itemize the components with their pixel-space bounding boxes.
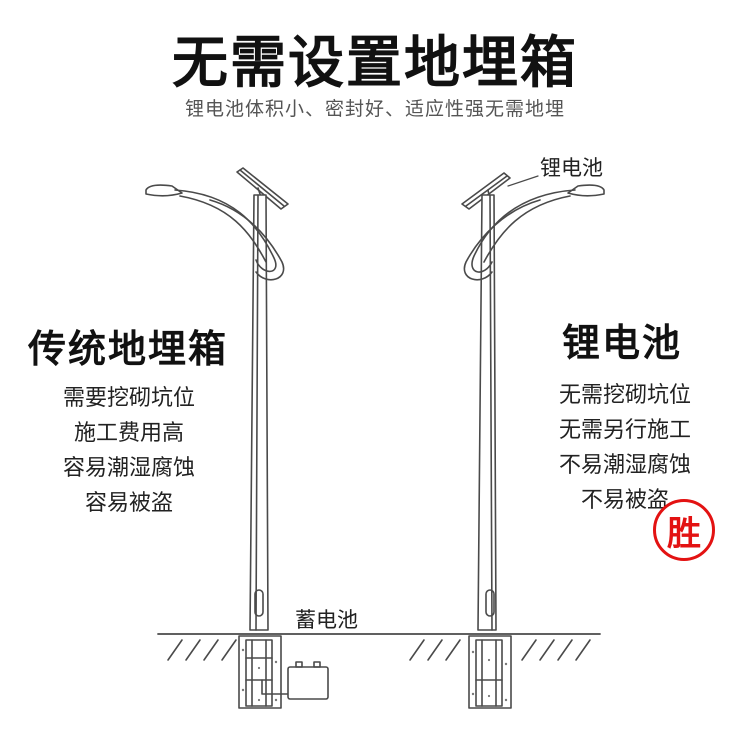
storage-battery-box bbox=[287, 666, 329, 700]
lithium-battery-label: 锂电池 bbox=[540, 156, 603, 180]
left-pole bbox=[249, 194, 269, 631]
right-feature-item: 不易潮湿腐蚀 bbox=[558, 453, 691, 478]
left-feature-item: 容易被盗 bbox=[84, 491, 173, 516]
right-lamp-head bbox=[567, 184, 605, 197]
left-lamp-head bbox=[145, 184, 183, 197]
right-feature-list: 无需挖砌坑位 无需另行施工 不易潮湿腐蚀 不易被盗 bbox=[530, 378, 720, 518]
win-badge: 胜 bbox=[653, 499, 715, 561]
right-feature-item: 无需另行施工 bbox=[558, 418, 691, 443]
right-pole bbox=[477, 194, 497, 631]
left-street-light bbox=[145, 167, 329, 709]
right-feature-item: 无需挖砌坑位 bbox=[558, 383, 691, 408]
left-feature-item: 容易潮湿腐蚀 bbox=[62, 456, 195, 481]
right-heading: 锂电池 bbox=[562, 320, 683, 365]
left-feature-list: 需要挖砌坑位 施工费用高 容易潮湿腐蚀 容易被盗 bbox=[34, 381, 224, 521]
left-heading: 传统地埋箱 bbox=[28, 326, 229, 371]
right-feature-item: 不易被盗 bbox=[580, 488, 669, 513]
storage-battery-label: 蓄电池 bbox=[295, 608, 358, 632]
left-feature-item: 施工费用高 bbox=[73, 421, 184, 446]
ground-line bbox=[157, 633, 601, 661]
page-title: 无需设置地埋箱 bbox=[172, 30, 578, 96]
page-subtitle: 锂电池体积小、密封好、适应性强无需地埋 bbox=[184, 98, 565, 120]
left-feature-item: 需要挖砌坑位 bbox=[62, 386, 195, 411]
